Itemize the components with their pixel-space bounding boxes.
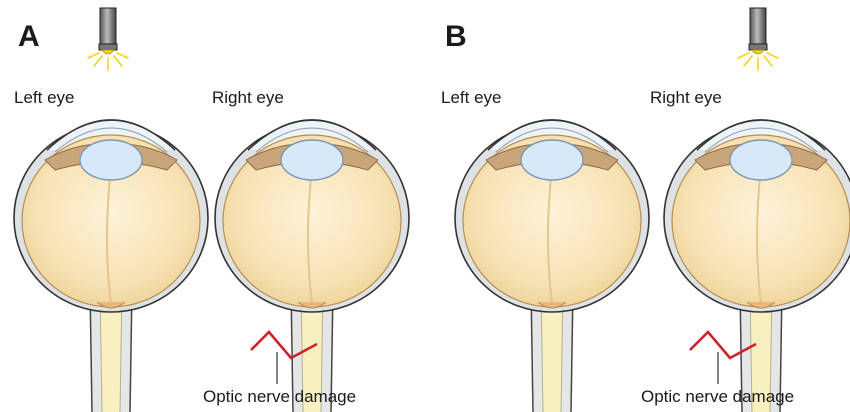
- left-eyeball-icon: [14, 120, 208, 412]
- right-eye-label: Right eye: [650, 88, 722, 108]
- left-eyeball-icon: [455, 120, 649, 412]
- panel-b-artwork: [425, 0, 850, 412]
- optic-nerve-damage-label: Optic nerve damage: [641, 387, 794, 407]
- right-eye-label: Right eye: [212, 88, 284, 108]
- right-eyeball-icon: [215, 120, 409, 412]
- left-eye-label: Left eye: [14, 88, 75, 108]
- right-eyeball-icon: [664, 120, 850, 412]
- panel-a: A Left eye Right eye Optic nerve damage: [0, 0, 425, 412]
- panel-a-artwork: [0, 0, 425, 412]
- left-eye-label: Left eye: [441, 88, 502, 108]
- penlight-icon: [88, 8, 128, 70]
- panel-b: B Left eye Right eye Optic nerve damage: [425, 0, 850, 412]
- optic-nerve-damage-label: Optic nerve damage: [203, 387, 356, 407]
- penlight-icon: [738, 8, 778, 70]
